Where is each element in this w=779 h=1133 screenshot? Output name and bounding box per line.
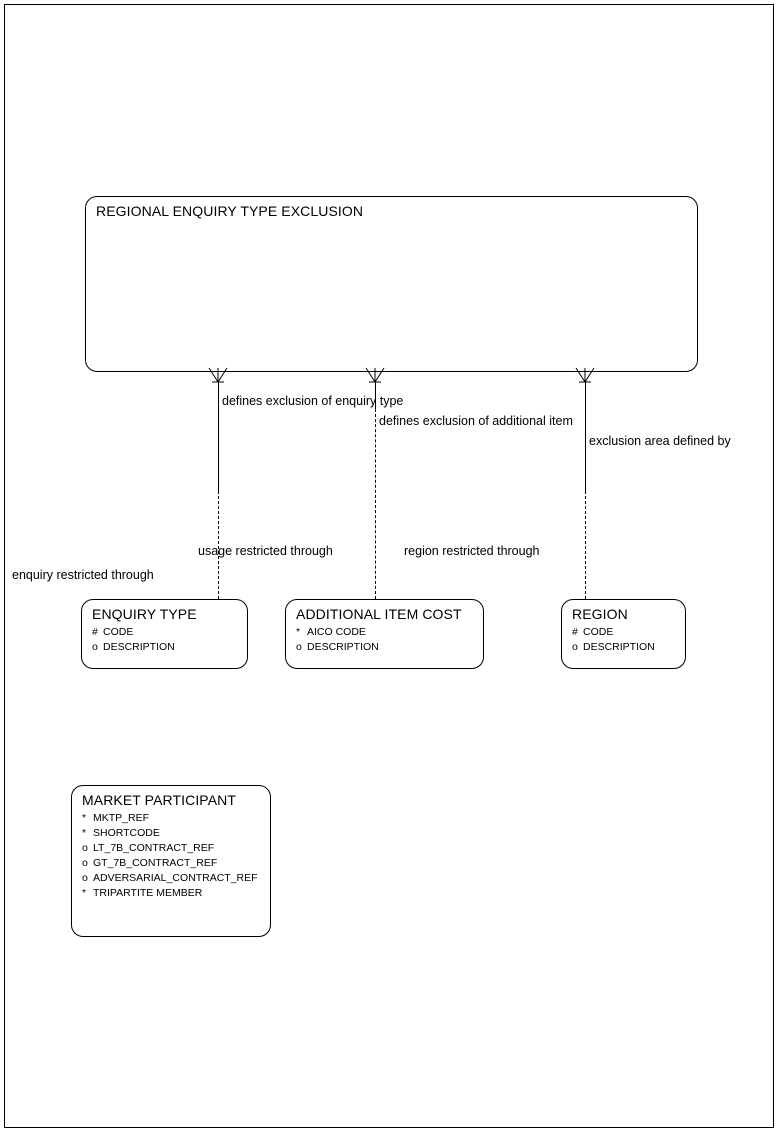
attribute-name: TRIPARTITE MEMBER — [93, 887, 203, 899]
attribute-row: o GT_7B_CONTRACT_REF — [82, 856, 258, 871]
attribute-name: CODE — [583, 626, 614, 638]
entity-market-participant[interactable]: MARKET PARTICIPANT * MKTP_REF * SHORTCODE … — [71, 785, 271, 937]
rel-line-region-dashed — [585, 491, 586, 599]
attribute-list: * AICO CODE o DESCRIPTION — [296, 625, 379, 655]
attribute-row: o LT_7B_CONTRACT_REF — [82, 841, 258, 856]
entity-additional-item-cost[interactable]: ADDITIONAL ITEM COST * AICO CODE o DESCRIP… — [285, 599, 484, 669]
attribute-marker: o — [572, 641, 578, 653]
attribute-row: * TRIPARTITE MEMBER — [82, 886, 258, 901]
rel-line-additional-item-dashed — [375, 409, 376, 599]
attribute-row: * SHORTCODE — [82, 826, 258, 841]
attribute-row: o ADVERSARIAL_CONTRACT_REF — [82, 871, 258, 886]
attribute-name: LT_7B_CONTRACT_REF — [93, 842, 215, 854]
rel-label-exclusion-area-defined-by: exclusion area defined by — [589, 434, 731, 448]
rel-label-region-restricted-through: region restricted through — [404, 544, 540, 558]
entity-region[interactable]: REGION # CODE o DESCRIPTION — [561, 599, 686, 669]
entity-title: ADDITIONAL ITEM COST — [296, 606, 462, 622]
attribute-row: # CODE — [572, 625, 655, 640]
attribute-marker: * — [82, 887, 87, 899]
attribute-name: DESCRIPTION — [307, 641, 379, 653]
attribute-marker: o — [82, 857, 88, 869]
attribute-name: MKTP_REF — [93, 812, 150, 824]
rel-line-region-solid — [585, 381, 586, 491]
rel-label-usage-restricted-through: usage restricted through — [198, 544, 333, 558]
attribute-marker: * — [82, 827, 87, 839]
entity-title: REGION — [572, 606, 628, 622]
rel-label-defines-exclusion-of-enquiry-type: defines exclusion of enquiry type — [222, 394, 404, 408]
crowfoot-additional-item-cost — [365, 367, 385, 383]
rel-line-enquiry-type-dashed — [218, 491, 219, 599]
entity-title: REGIONAL ENQUIRY TYPE EXCLUSION — [96, 203, 364, 219]
attribute-list: * MKTP_REF * SHORTCODE o LT_7B_CONTRACT_REF… — [82, 811, 258, 901]
attribute-row: o DESCRIPTION — [296, 640, 379, 655]
attribute-name: DESCRIPTION — [103, 641, 175, 653]
rel-label-defines-exclusion-of-additional-item: defines exclusion of additional item — [379, 414, 573, 428]
attribute-name: DESCRIPTION — [583, 641, 655, 653]
attribute-name: GT_7B_CONTRACT_REF — [93, 857, 218, 869]
entity-title: ENQUIRY TYPE — [92, 606, 197, 622]
attribute-row: o DESCRIPTION — [572, 640, 655, 655]
entity-regional-enquiry-type-exclusion[interactable]: REGIONAL ENQUIRY TYPE EXCLUSION — [85, 196, 698, 372]
entity-enquiry-type[interactable]: ENQUIRY TYPE # CODE o DESCRIPTION — [81, 599, 248, 669]
attribute-name: ADVERSARIAL_CONTRACT_REF — [93, 872, 258, 884]
attribute-name: SHORTCODE — [93, 827, 160, 839]
attribute-marker: o — [296, 641, 302, 653]
attribute-name: CODE — [103, 626, 134, 638]
crowfoot-region — [575, 367, 595, 383]
attribute-marker: o — [82, 842, 88, 854]
attribute-row: * AICO CODE — [296, 625, 379, 640]
rel-line-enquiry-type-solid — [218, 381, 219, 491]
attribute-name: AICO CODE — [307, 626, 366, 638]
attribute-marker: o — [92, 641, 98, 653]
crowfoot-enquiry-type — [208, 367, 228, 383]
attribute-marker: o — [82, 872, 88, 884]
attribute-row: o DESCRIPTION — [92, 640, 175, 655]
attribute-marker: # — [92, 626, 98, 638]
attribute-marker: * — [82, 812, 87, 824]
rel-label-enquiry-restricted-through: enquiry restricted through — [12, 568, 154, 582]
attribute-list: # CODE o DESCRIPTION — [92, 625, 175, 655]
attribute-marker: * — [296, 626, 301, 638]
attribute-marker: # — [572, 626, 578, 638]
rel-line-additional-item-solid — [375, 381, 376, 409]
attribute-row: * MKTP_REF — [82, 811, 258, 826]
page-border — [4, 4, 774, 1128]
entity-title: MARKET PARTICIPANT — [82, 792, 237, 808]
attribute-row: # CODE — [92, 625, 175, 640]
attribute-list: # CODE o DESCRIPTION — [572, 625, 655, 655]
